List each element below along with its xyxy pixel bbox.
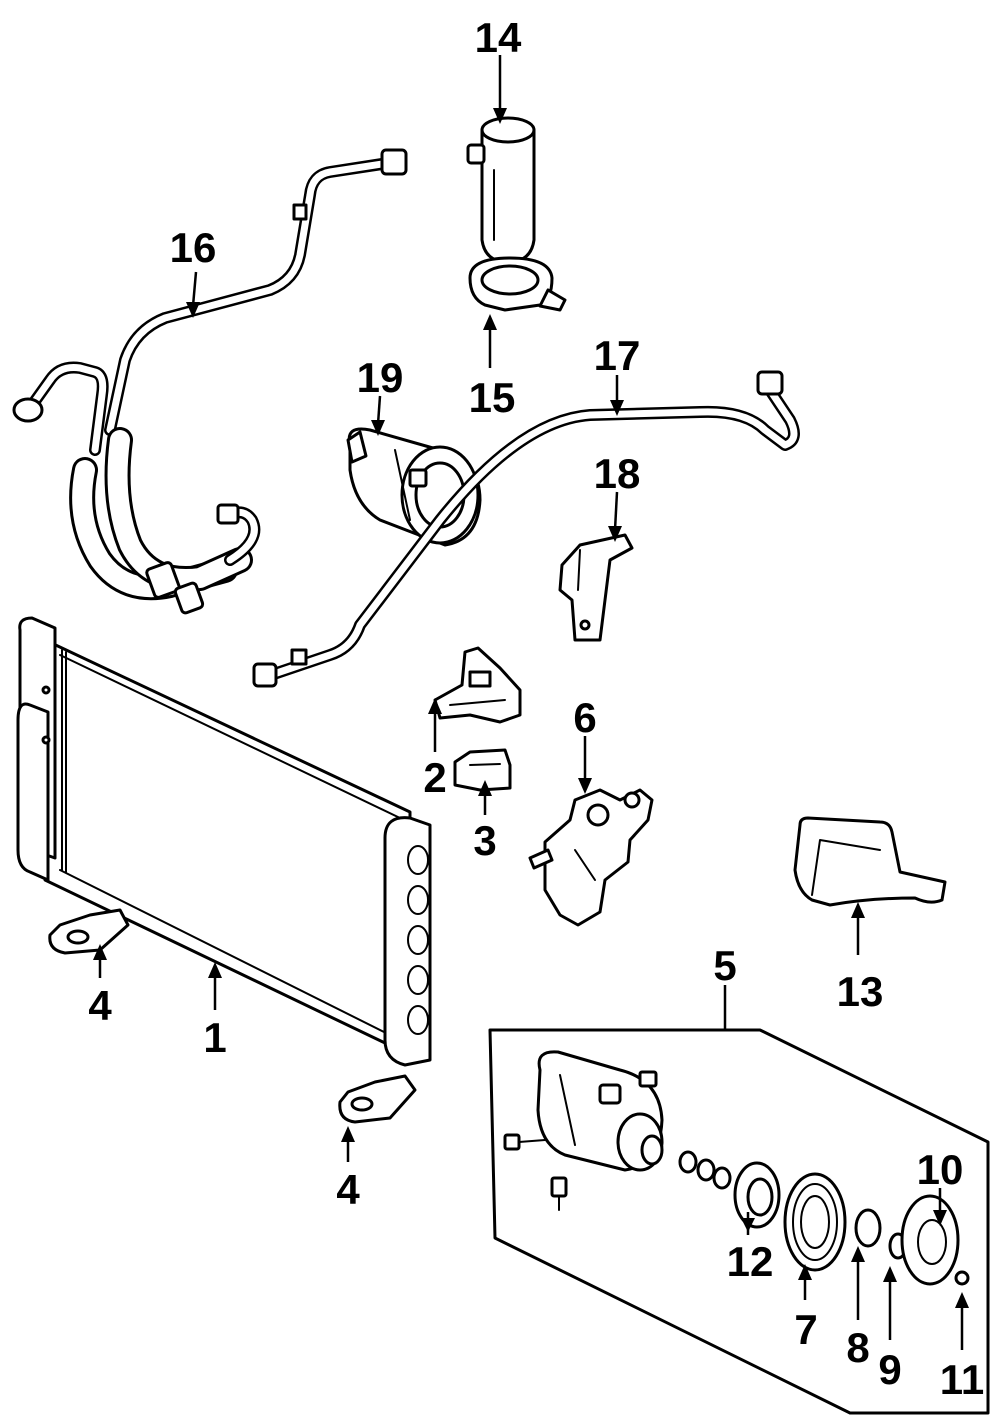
leader-lines bbox=[93, 55, 969, 1350]
callout-labels: 14 15 16 17 18 19 2 3 6 13 4 1 4 5 10 12… bbox=[88, 14, 984, 1403]
part-2-bracket[interactable] bbox=[433, 646, 522, 724]
callout-17: 17 bbox=[594, 332, 641, 379]
part-4-bracket-right[interactable] bbox=[338, 1074, 417, 1124]
callout-16: 16 bbox=[170, 224, 217, 271]
callout-18: 18 bbox=[594, 450, 641, 497]
part-3-cushion[interactable] bbox=[453, 748, 512, 792]
part-6-mounting-bracket[interactable] bbox=[528, 788, 654, 927]
part-16-hose-assembly[interactable] bbox=[12, 148, 408, 615]
callout-9: 9 bbox=[878, 1346, 901, 1393]
callout-2: 2 bbox=[423, 754, 446, 801]
callout-12: 12 bbox=[727, 1238, 774, 1285]
callout-6: 6 bbox=[573, 694, 596, 741]
part-19-compressor[interactable] bbox=[346, 427, 482, 547]
part-4-bracket-left[interactable] bbox=[48, 908, 130, 955]
callout-13: 13 bbox=[837, 968, 884, 1015]
callout-10: 10 bbox=[917, 1146, 964, 1193]
part-5-compressor-kit[interactable] bbox=[488, 1028, 990, 1415]
callout-7: 7 bbox=[794, 1306, 817, 1353]
callout-14: 14 bbox=[475, 14, 522, 61]
part-15-bracket[interactable] bbox=[468, 256, 567, 312]
callout-4-right: 4 bbox=[336, 1166, 360, 1213]
callout-8: 8 bbox=[846, 1324, 869, 1371]
callout-15: 15 bbox=[469, 374, 516, 421]
callout-4-left: 4 bbox=[88, 982, 112, 1029]
part-1-condenser[interactable] bbox=[16, 616, 432, 1067]
callout-3: 3 bbox=[473, 817, 496, 864]
callout-19: 19 bbox=[357, 354, 404, 401]
part-17-liquid-line[interactable] bbox=[252, 370, 800, 688]
callout-5: 5 bbox=[713, 942, 736, 989]
callout-1: 1 bbox=[203, 1014, 226, 1061]
callout-11: 11 bbox=[940, 1356, 984, 1403]
part-18-bracket[interactable] bbox=[558, 533, 634, 642]
part-14-accumulator[interactable] bbox=[466, 116, 536, 264]
part-13-shield[interactable] bbox=[793, 816, 947, 907]
